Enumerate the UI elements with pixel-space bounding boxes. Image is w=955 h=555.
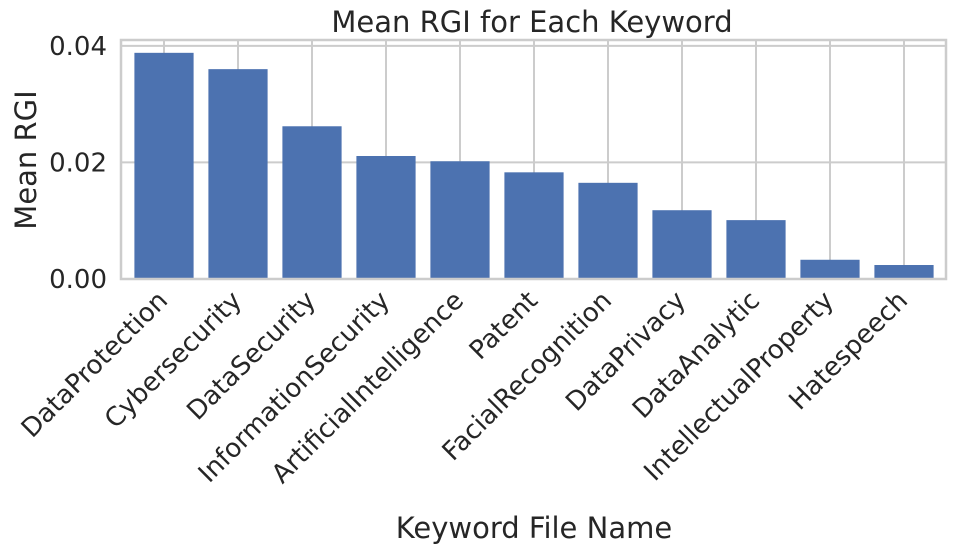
y-axis-label: Mean RGI xyxy=(9,90,43,229)
bar xyxy=(652,210,712,279)
bar xyxy=(726,220,786,279)
chart-title: Mean RGI for Each Keyword xyxy=(331,5,732,39)
bar xyxy=(800,259,860,279)
y-tick-labels: 0.00 0.02 0.04 xyxy=(49,32,107,295)
y-tick-label: 0.04 xyxy=(49,32,107,62)
plot-frame xyxy=(119,38,948,281)
bar xyxy=(578,182,638,279)
bar xyxy=(504,172,564,279)
bar xyxy=(134,52,194,280)
bars xyxy=(134,52,934,280)
bar xyxy=(356,156,416,279)
y-tick-label: 0.00 xyxy=(49,265,107,295)
x-tick-label: DataAnalytic xyxy=(627,286,766,425)
x-axis-label: Keyword File Name xyxy=(396,511,672,545)
bar xyxy=(874,265,934,279)
bar xyxy=(208,69,268,280)
x-tick-label: DataSecurity xyxy=(181,286,322,427)
bar xyxy=(430,161,490,279)
x-tick-labels: DataProtectionCybersecurityDataSecurityI… xyxy=(16,286,914,490)
bar xyxy=(282,126,342,280)
y-tick-label: 0.02 xyxy=(49,148,107,178)
